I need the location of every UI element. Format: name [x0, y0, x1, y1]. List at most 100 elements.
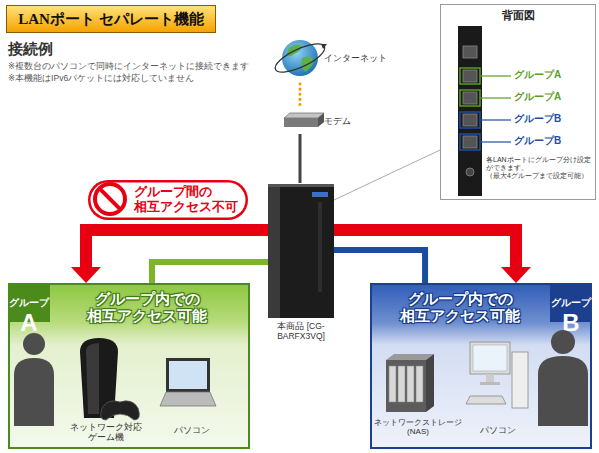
router-node: 本商品 [CG-BARFX3VQ] — [268, 183, 334, 352]
modem-front — [284, 118, 318, 127]
title-text: LANポート セパレート機能 — [7, 6, 215, 32]
section-heading: 接続例 — [8, 40, 53, 57]
person-node: 親 — [536, 330, 590, 426]
nas-icon — [386, 354, 434, 412]
arrow-head — [71, 267, 101, 283]
console-body — [80, 338, 118, 418]
connector-line — [334, 150, 440, 200]
person-node: 子供 — [10, 330, 58, 426]
group-b-line — [334, 250, 425, 283]
console-highlight — [86, 343, 99, 414]
port-group-label: グループA — [514, 91, 561, 103]
person-body — [14, 358, 54, 426]
group-tag: グループ B — [550, 283, 592, 322]
device-label: ネットワークストレージ (NAS) — [372, 418, 464, 436]
port-highlight — [460, 112, 480, 128]
game-console-icon — [80, 338, 139, 420]
callout-text: グループ間の 相互アクセス不可 — [134, 185, 246, 215]
port-highlight — [460, 134, 480, 150]
connector-line — [298, 84, 301, 108]
lan-port — [463, 92, 477, 104]
device-node: パソコン — [156, 350, 228, 442]
globe-icon — [272, 38, 329, 77]
power-jack — [466, 168, 474, 176]
port-highlight — [460, 68, 480, 84]
connector-line — [334, 250, 425, 283]
internet-label: インターネット — [324, 53, 390, 63]
lan-port — [463, 136, 477, 148]
nas-side — [426, 354, 434, 412]
group-tag: グループ A — [8, 283, 50, 322]
nas-front — [386, 360, 426, 412]
zoom-callout-line — [334, 150, 440, 200]
back-panel-illustration — [458, 26, 511, 196]
monitor-base — [480, 382, 500, 385]
group-heading: グループ内での 相互アクセス可能 — [385, 290, 535, 325]
back-panel — [458, 26, 482, 196]
leader-line — [480, 119, 511, 120]
person-head — [551, 330, 575, 354]
connector-line — [152, 262, 268, 283]
prohibition-bar — [99, 188, 120, 209]
drive-bay — [416, 366, 423, 402]
port-group-label: グループA — [514, 69, 561, 81]
arrow-head — [501, 267, 531, 283]
person-head — [23, 333, 45, 355]
inset-note: 各LANポートにグループ分け設定 ができます。 （最大4グループまで設定可能） — [486, 156, 594, 180]
group-box: グループ A グループ内での 相互アクセス可能子供ネットワーク対応 ゲーム機パソコ… — [8, 283, 250, 449]
router-vent — [318, 202, 322, 292]
person-label: 親 — [536, 374, 590, 392]
connector-line — [298, 134, 301, 183]
device-label: パソコン — [464, 425, 532, 435]
modem-icon — [284, 113, 324, 127]
pc-tower — [512, 352, 528, 408]
prohibition-symbol — [95, 184, 125, 214]
device-node: ネットワーク対応 ゲーム機 — [60, 334, 152, 446]
modem-node: モデム — [282, 108, 366, 134]
child-silhouette — [14, 333, 54, 426]
lan-port — [463, 114, 477, 126]
globe-orbit — [272, 38, 329, 77]
port-group-label: グループB — [514, 113, 561, 125]
drive-bay — [407, 366, 414, 402]
router-label: 本商品 [CG-BARFX3VQ] — [263, 322, 339, 342]
monitor-screen — [473, 345, 507, 371]
device-node: ネットワークストレージ (NAS) — [372, 350, 464, 444]
orbit-arrowhead — [321, 44, 327, 49]
modem-top — [284, 113, 324, 118]
laptop-icon — [160, 358, 216, 406]
connector-line — [86, 230, 516, 268]
router-side — [268, 184, 280, 318]
device-label: パソコン — [156, 425, 228, 435]
laptop-base — [160, 392, 216, 406]
monitor-stand — [486, 374, 494, 382]
device-label: ネットワーク対応 ゲーム機 — [60, 422, 152, 443]
inset-heading: 背面図 — [440, 9, 596, 22]
cable-line — [299, 134, 300, 183]
desktop-pc-icon — [466, 342, 528, 408]
leader-line — [480, 75, 511, 76]
group-heading: グループ内での 相互アクセス可能 — [72, 290, 222, 325]
blocked-access-arrow — [71, 230, 531, 283]
person-body — [538, 356, 588, 426]
modem-side — [318, 113, 324, 127]
device-node: パソコン — [464, 338, 532, 442]
monitor-frame — [470, 342, 510, 374]
internet-node: インターネット — [276, 36, 392, 84]
modem-label: モデム — [324, 116, 364, 126]
router-icon — [268, 184, 334, 318]
prohibition-ring — [95, 184, 125, 214]
drive-bay — [398, 366, 405, 402]
title-box: LANポート セパレート機能 — [6, 5, 216, 33]
globe-sphere — [282, 40, 318, 76]
globe-land — [301, 56, 314, 72]
prohibition-callout: グループ間の 相互アクセス不可 — [88, 180, 248, 220]
group-a-line — [152, 262, 268, 283]
wan-port — [463, 46, 477, 58]
port-highlight — [460, 90, 480, 106]
laptop-screen-frame — [166, 358, 210, 392]
group-box: グループ内での 相互アクセス可能グループ B ネットワークストレージ (NAS)パ… — [370, 283, 592, 449]
router-logo — [312, 192, 328, 197]
